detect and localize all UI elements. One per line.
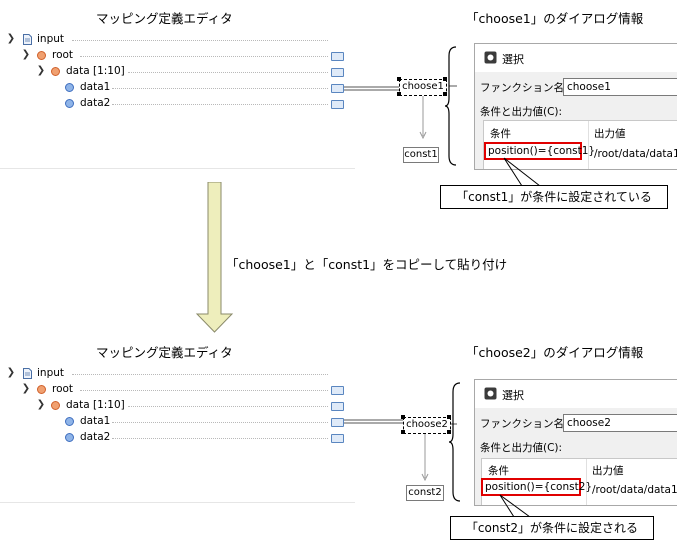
bottom-connectors — [344, 419, 457, 482]
dialog-title: 選択 — [502, 53, 524, 66]
condition-highlight[interactable]: position()={const2} — [481, 478, 592, 496]
dialog-app-icon — [484, 51, 497, 64]
output-port[interactable] — [331, 418, 344, 427]
chevron-down-icon[interactable]: ❯ — [36, 399, 46, 410]
function-name-label: ファンクション名(1): — [480, 418, 583, 430]
chevron-down-icon[interactable]: ❯ — [21, 49, 31, 60]
choose-node-label: choose1 — [402, 81, 444, 92]
tree-label-data1: data1 — [80, 415, 111, 427]
row-output-cell[interactable]: /root/data/data1 — [594, 148, 677, 160]
tree-row-input[interactable]: ❯ input — [0, 32, 350, 46]
tree-label-input: input — [37, 33, 65, 45]
down-arrow — [195, 182, 234, 333]
chevron-down-icon[interactable]: ❯ — [6, 367, 16, 378]
leaf-element-icon — [65, 83, 74, 92]
copy-paste-label: 「choose1」と「const1」をコピーして貼り付け — [226, 257, 508, 272]
tree-row-data1[interactable]: data1 — [0, 80, 350, 94]
tree-row-data2[interactable]: data2 — [0, 96, 350, 110]
tree-label-data2: data2 — [80, 97, 111, 109]
condition-highlight[interactable]: position()={const1} — [484, 142, 595, 160]
top-connectors — [344, 85, 457, 140]
top-panel-heading: マッピング定義エディタ — [96, 11, 233, 26]
dialog-title-bar: 選択 — [475, 380, 677, 408]
tree-row-input[interactable]: ❯ input — [0, 366, 350, 380]
top-mapping-tree: ❯ input ❯ root ❯ data [1:10] data1 data2 — [0, 28, 355, 169]
bottom-panel-heading: マッピング定義エディタ — [96, 345, 233, 360]
column-header-output[interactable]: 出力値 — [594, 128, 626, 140]
brace — [444, 46, 457, 166]
tree-row-data[interactable]: ❯ data [1:10] — [0, 64, 350, 78]
const-node-label: const1 — [404, 149, 438, 160]
document-icon — [23, 368, 32, 379]
output-port[interactable] — [331, 52, 344, 61]
const-node[interactable]: const1 — [403, 147, 439, 163]
leaf-element-icon — [65, 99, 74, 108]
choose-node-label: choose2 — [406, 419, 448, 430]
chevron-down-icon[interactable]: ❯ — [21, 383, 31, 394]
chevron-down-icon[interactable]: ❯ — [36, 65, 46, 76]
column-header-output[interactable]: 出力値 — [592, 465, 624, 477]
conditions-section-label: 条件と出力値(C): — [480, 106, 563, 118]
tree-row-data[interactable]: ❯ data [1:10] — [0, 398, 350, 412]
output-port[interactable] — [331, 84, 344, 93]
output-port[interactable] — [331, 402, 344, 411]
tree-label-data1: data1 — [80, 81, 111, 93]
element-icon — [51, 401, 60, 410]
tree-row-data2[interactable]: data2 — [0, 430, 350, 444]
column-header-condition[interactable]: 条件 — [490, 128, 511, 140]
element-icon — [37, 385, 46, 394]
function-name-input[interactable]: choose2 — [563, 414, 677, 432]
bottom-mapping-tree: ❯ input ❯ root ❯ data [1:10] data1 data2 — [0, 362, 355, 503]
document-icon — [23, 34, 32, 45]
element-icon — [37, 51, 46, 60]
tree-label-root: root — [52, 383, 74, 395]
leaf-element-icon — [65, 433, 74, 442]
output-port[interactable] — [331, 100, 344, 109]
tree-label-data: data [1:10] — [66, 65, 125, 77]
leaf-element-icon — [65, 417, 74, 426]
top-dialog-heading: 「choose1」のダイアログ情報 — [466, 11, 644, 26]
output-port[interactable] — [331, 434, 344, 443]
choose-function-node[interactable]: choose1 — [399, 79, 447, 96]
tree-label-data: data [1:10] — [66, 399, 125, 411]
function-name-label: ファンクション名(1): — [480, 82, 583, 94]
dialog-title-bar: 選択 — [475, 44, 677, 72]
chevron-down-icon[interactable]: ❯ — [6, 33, 16, 44]
dialog-app-icon — [484, 387, 497, 400]
top-callout: 「const1」が条件に設定されている — [440, 185, 668, 209]
output-port[interactable] — [331, 68, 344, 77]
column-header-condition[interactable]: 条件 — [488, 465, 509, 477]
callout-pointer — [503, 157, 541, 187]
dialog-title: 選択 — [502, 389, 524, 402]
tree-row-root[interactable]: ❯ root — [0, 382, 350, 396]
function-name-input[interactable]: choose1 — [563, 78, 677, 96]
tree-label-input: input — [37, 367, 65, 379]
row-output-cell[interactable]: /root/data/data1 — [592, 484, 677, 496]
callout-pointer — [499, 494, 531, 518]
const-node-label: const2 — [408, 487, 442, 498]
element-icon — [51, 67, 60, 76]
bottom-dialog-heading: 「choose2」のダイアログ情報 — [466, 345, 644, 360]
bottom-callout: 「const2」が条件に設定される — [450, 516, 654, 540]
brace — [448, 382, 461, 502]
const-node[interactable]: const2 — [406, 485, 444, 501]
tree-label-data2: data2 — [80, 431, 111, 443]
choose-function-node[interactable]: choose2 — [403, 417, 451, 434]
conditions-section-label: 条件と出力値(C): — [480, 442, 563, 454]
tree-label-root: root — [52, 49, 74, 61]
tree-row-root[interactable]: ❯ root — [0, 48, 350, 62]
output-port[interactable] — [331, 386, 344, 395]
tree-row-data1[interactable]: data1 — [0, 414, 350, 428]
